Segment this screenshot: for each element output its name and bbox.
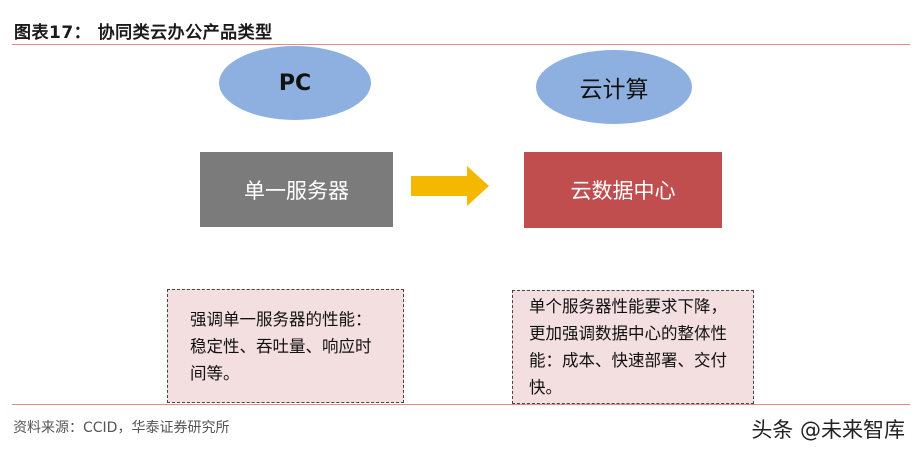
right-note-text: 单个服务器性能要求下降，更加强调数据中心的整体性能：成本、快速部署、交付快。 bbox=[529, 297, 727, 397]
cloud-datacenter-box: 云数据中心 bbox=[524, 152, 722, 228]
pc-ellipse: PC bbox=[219, 46, 371, 120]
left-note-text: 强调单一服务器的性能：稳定性、吞吐量、响应时间等。 bbox=[190, 309, 372, 383]
figure-title: 图表17： 协同类云办公产品类型 bbox=[14, 23, 273, 43]
cloud-computing-ellipse: 云计算 bbox=[536, 50, 692, 124]
source-note: 资料来源：CCID，华泰证券研究所 bbox=[13, 420, 230, 436]
left-note: 强调单一服务器的性能：稳定性、吞吐量、响应时间等。 bbox=[167, 289, 404, 403]
right-arrow-icon bbox=[411, 166, 489, 206]
top-divider bbox=[12, 44, 910, 45]
bottom-divider bbox=[12, 404, 910, 405]
single-server-box: 单一服务器 bbox=[200, 152, 393, 227]
arrow-shape bbox=[411, 166, 489, 206]
right-note: 单个服务器性能要求下降，更加强调数据中心的整体性能：成本、快速部署、交付快。 bbox=[512, 290, 754, 404]
watermark: 头条 @未来智库 bbox=[751, 418, 905, 442]
